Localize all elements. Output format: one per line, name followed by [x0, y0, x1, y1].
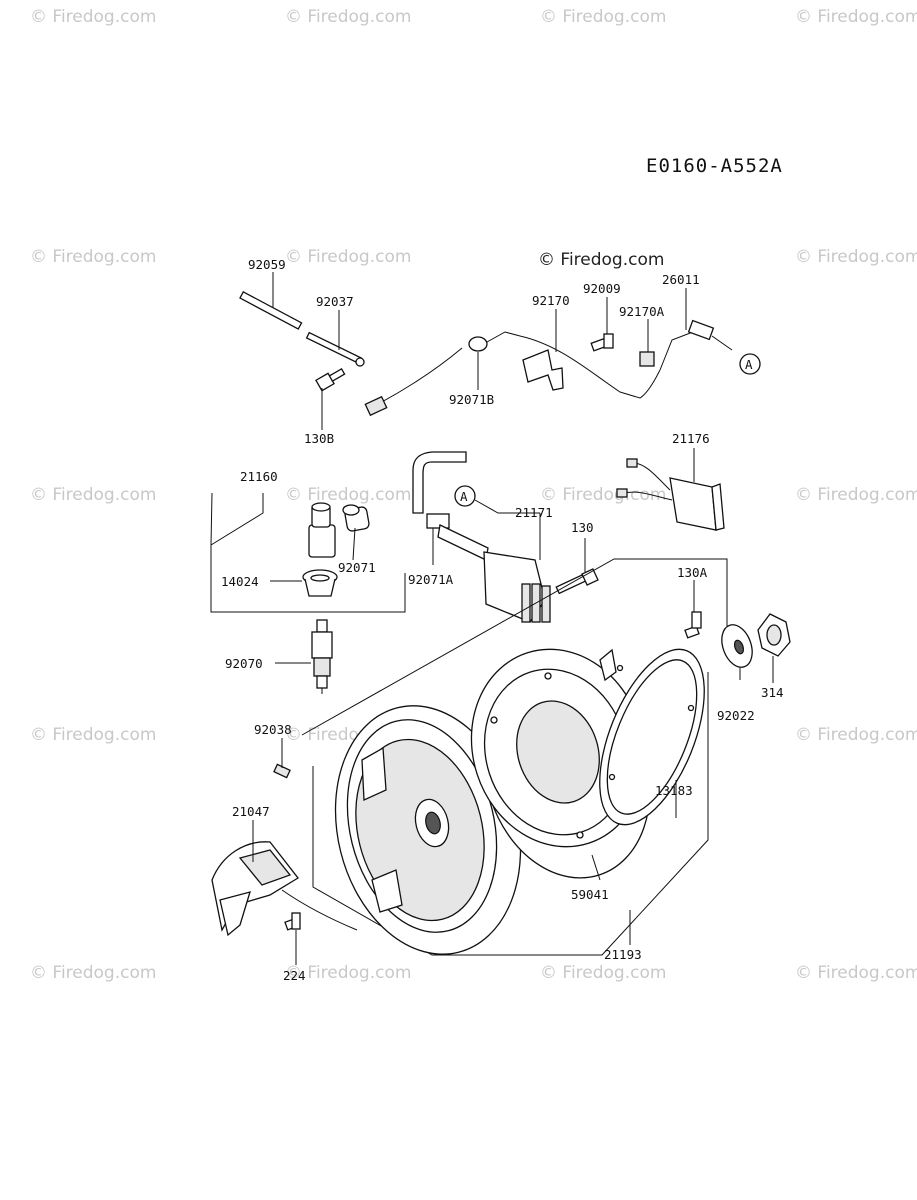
label-21171: 21171 [515, 505, 553, 520]
watermark: © Firedog.com [30, 485, 156, 505]
label-92059: 92059 [248, 257, 286, 272]
label-21047: 21047 [232, 804, 270, 819]
screw-224 [284, 912, 301, 931]
key-92038 [273, 763, 291, 779]
control-unit-21176 [616, 458, 725, 531]
label-314: 314 [761, 685, 784, 700]
label-92071: 92071 [338, 560, 376, 575]
svg-text:A: A [460, 489, 468, 504]
label-92070: 92070 [225, 656, 263, 671]
label-130B: 130B [304, 431, 334, 446]
label-224: 224 [283, 968, 306, 983]
watermark: © Firedog.com [285, 485, 411, 505]
grommet-14024 [302, 569, 338, 597]
nut-314 [757, 613, 791, 657]
watermark: © Firedog.com [30, 725, 156, 745]
pin-92059 [239, 290, 303, 330]
label-59041: 59041 [571, 887, 609, 902]
leader-lines [210, 272, 774, 965]
assembly-frame-21193 [301, 558, 728, 956]
plate-13183 [599, 648, 705, 826]
label-92071A: 92071A [408, 572, 454, 587]
label-21176: 21176 [672, 431, 710, 446]
label-21193: 21193 [604, 947, 642, 962]
screw-92009 [590, 333, 614, 352]
watermark: © Firedog.com [795, 725, 917, 745]
bolt-130B [315, 368, 346, 392]
watermark: © Firedog.com [795, 7, 917, 27]
label-26011: 26011 [662, 272, 700, 287]
callout-a-top: A [739, 353, 761, 375]
label-92037: 92037 [316, 294, 354, 309]
source-mark: © Firedog.com [538, 250, 664, 270]
connector-26011 [659, 319, 733, 371]
spark-plug-92070 [311, 619, 333, 694]
bolt-130 [555, 568, 599, 595]
part-labels: 92059 92037 130B 92071B 92170 92009 2601… [221, 257, 784, 983]
label-13183: 13183 [655, 783, 693, 798]
wire-lead-92071B [364, 331, 521, 417]
label-92009: 92009 [583, 281, 621, 296]
watermark: © Firedog.com [540, 7, 666, 27]
watermark: © Firedog.com [795, 963, 917, 983]
plug-connector [308, 502, 336, 558]
watermark: © Firedog.com [795, 247, 917, 267]
watermark: © Firedog.com [795, 485, 917, 505]
label-92170: 92170 [532, 293, 570, 308]
watermark: © Firedog.com [285, 7, 411, 27]
rod-92037 [305, 331, 365, 367]
watermark: © Firedog.com [30, 7, 156, 27]
watermark: © Firedog.com [540, 485, 666, 505]
diagram-code: E0160-A552A [646, 155, 783, 177]
watermark: © Firedog.com [285, 247, 411, 267]
label-92071B: 92071B [449, 392, 494, 407]
clamp-92170A [639, 351, 655, 367]
label-92022: 92022 [717, 708, 755, 723]
label-92038: 92038 [254, 722, 292, 737]
label-130A: 130A [677, 565, 708, 580]
label-14024: 14024 [221, 574, 259, 589]
watermark: © Firedog.com [30, 963, 156, 983]
plug-cap-92071 [342, 504, 370, 532]
label-92170A: 92170A [619, 304, 665, 319]
washer-92022 [721, 624, 753, 668]
label-21160: 21160 [240, 469, 278, 484]
watermark: © Firedog.com [540, 963, 666, 983]
label-130: 130 [571, 520, 594, 535]
bracket-frame-21160 [210, 493, 406, 613]
bolt-130A [684, 611, 702, 639]
shroud-21047 [211, 841, 358, 937]
watermark: © Firedog.com [30, 247, 156, 267]
ignition-coil-21171 [412, 451, 551, 623]
bracket-92170 [519, 335, 661, 399]
watermark: © Firedog.com [285, 963, 411, 983]
callout-a-mid: A [454, 485, 540, 514]
svg-text:A: A [745, 357, 753, 372]
